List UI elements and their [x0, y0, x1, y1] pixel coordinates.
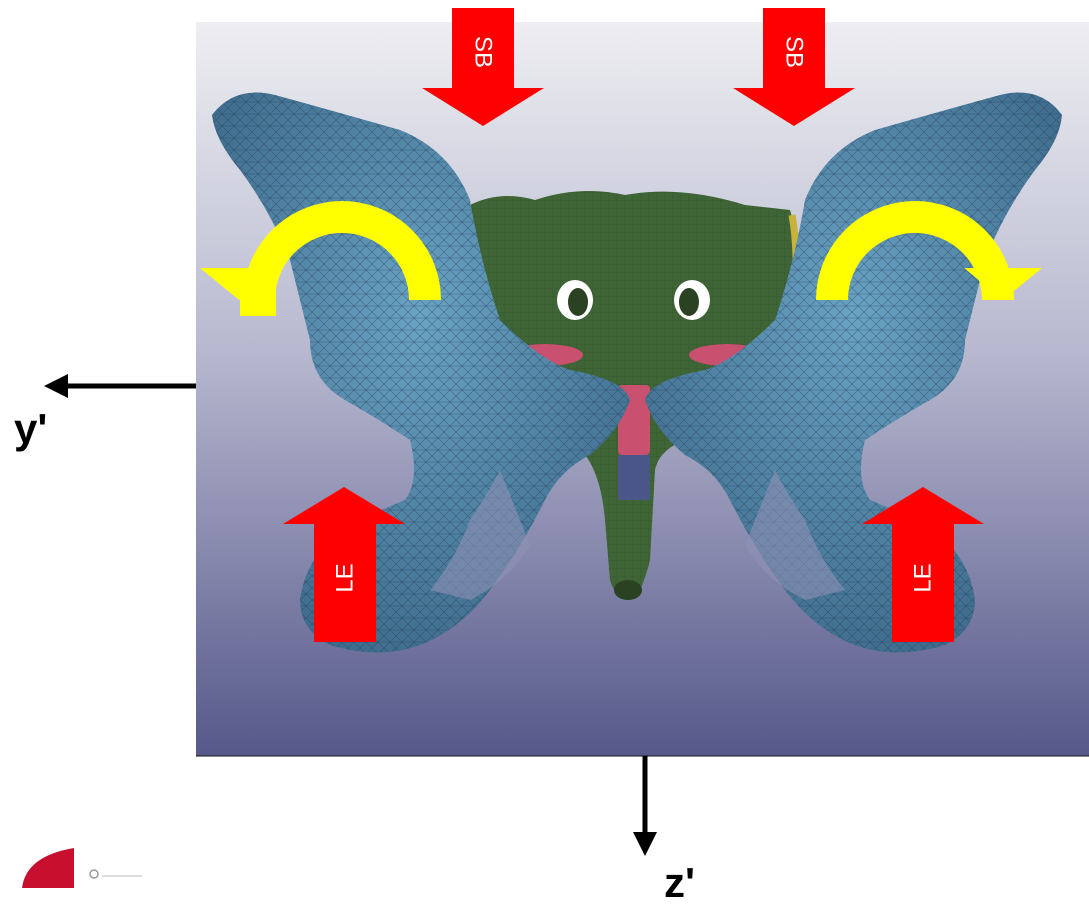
- y-axis-label: y': [14, 405, 48, 452]
- load-arrow-le-left: LE: [283, 487, 405, 642]
- load-arrow-label: LE: [332, 563, 359, 592]
- moment-arrow-left: [200, 201, 441, 316]
- z-axis-label: z': [664, 859, 695, 906]
- institution-logo: [22, 848, 142, 888]
- load-arrow-sb-right: SB: [733, 8, 855, 126]
- load-arrow-label: SB: [781, 36, 808, 68]
- load-arrow-le-right: LE: [862, 487, 984, 642]
- z-axis-arrow: [633, 756, 657, 856]
- load-arrow-sb-left: SB: [422, 8, 544, 126]
- load-arrow-label: LE: [910, 563, 937, 592]
- load-arrow-label: SB: [470, 36, 497, 68]
- y-axis-arrow: [44, 374, 196, 398]
- moment-arrow-right: [816, 201, 1042, 301]
